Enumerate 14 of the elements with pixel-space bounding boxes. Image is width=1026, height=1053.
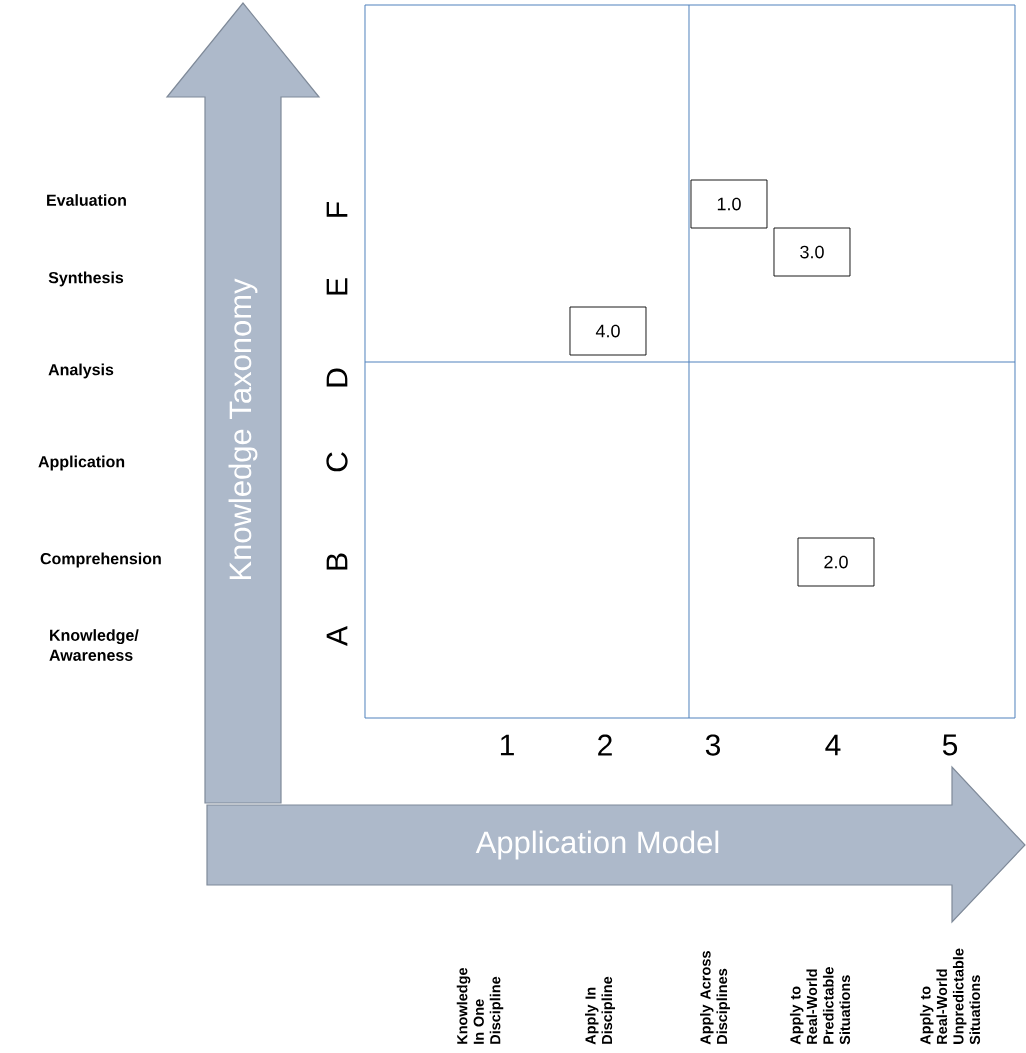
level-label: Evaluation (47, 194, 126, 206)
column-caption: Apply Across Disciplines (700, 951, 730, 1045)
value-box: 1.0 (690, 179, 768, 229)
level-label: Application (38, 455, 125, 471)
value-box: 2.0 (797, 537, 875, 587)
level-label: Knowledge/ Awareness (49, 629, 139, 661)
column-caption: Apply In Discipline (585, 976, 615, 1045)
level-label: Analysis (48, 363, 114, 379)
column-caption: Apply to Real-World Predictable Situations (789, 967, 851, 1045)
column-caption: Knowledge In One Discipline (456, 967, 504, 1044)
level-label: Synthesis (48, 271, 124, 287)
value-box: 3.0 (773, 227, 851, 277)
column-caption: Apply to Real-World Unpredictable Situations (919, 948, 981, 1045)
value-box: 4.0 (569, 306, 647, 356)
